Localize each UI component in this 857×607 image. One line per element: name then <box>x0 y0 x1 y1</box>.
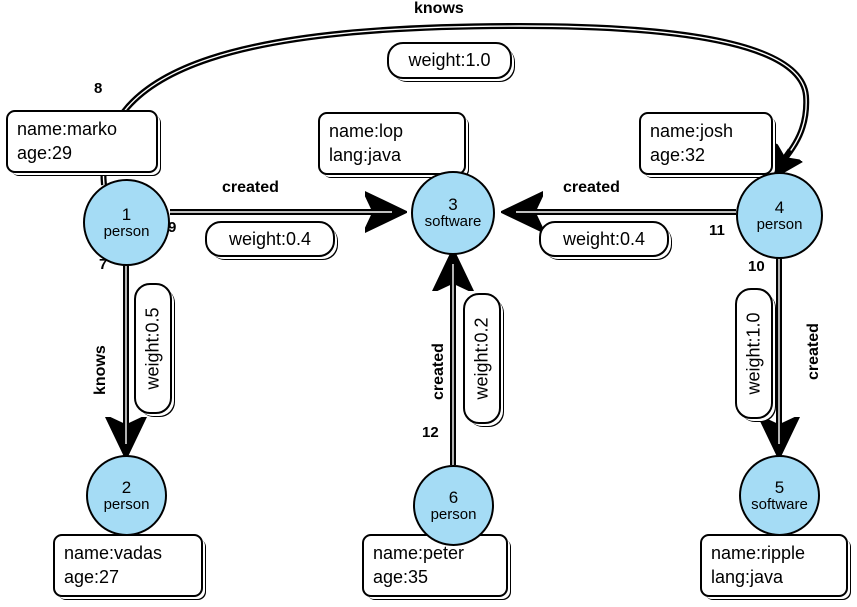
vertex-2-node[interactable]: 2 person <box>86 455 167 536</box>
vertex-4-prop-name: name:josh <box>650 121 734 141</box>
edge-label-created-12: created <box>430 343 447 400</box>
edge-weight-7-text: weight:0.5 <box>142 307 163 390</box>
vertex-3-properties: name:lop lang:java <box>318 112 466 175</box>
vertex-6-prop-name: name:peter <box>373 543 465 563</box>
vertex-5-node[interactable]: 5 software <box>739 455 820 536</box>
vertex-3-id: 3 <box>448 195 458 215</box>
edge-weight-9: weight:0.4 <box>205 221 335 257</box>
vertex-4-properties: name:josh age:32 <box>639 112 773 175</box>
edge-id-8: 8 <box>94 80 103 97</box>
vertex-5-properties: name:ripple lang:java <box>700 534 848 597</box>
edge-weight-12: weight:0.2 <box>463 293 501 424</box>
vertex-6-node[interactable]: 6 person <box>413 465 494 546</box>
vertex-5-label: software <box>751 495 808 513</box>
vertex-3-prop-name: name:lop <box>329 121 404 141</box>
vertex-6-label: person <box>430 505 477 523</box>
vertex-4-label: person <box>756 215 803 233</box>
vertex-1-id: 1 <box>121 204 132 224</box>
edge-id-7: 7 <box>99 256 108 273</box>
vertex-3-label: software <box>424 213 482 231</box>
vertex-2-properties: name:vadas age:27 <box>53 534 203 597</box>
edge-weight-11-text: weight:0.4 <box>562 228 646 249</box>
vertex-1-prop-age: age:29 <box>17 142 73 163</box>
vertex-4-prop-age: age:32 <box>650 144 706 165</box>
vertex-1-node[interactable]: 1 person <box>83 179 170 266</box>
edge-label-knows-8: knows <box>414 0 464 17</box>
vertex-1-label: person <box>103 222 150 240</box>
edge-id-9: 9 <box>168 219 177 236</box>
edge-8-knows-path-inner <box>102 25 807 186</box>
vertex-6-prop-age: age:35 <box>373 566 429 587</box>
edge-weight-8-text: weight:1.0 <box>408 50 491 70</box>
vertex-5-id: 5 <box>774 477 785 497</box>
vertex-2-prop-name: name:vadas <box>64 543 163 563</box>
edge-label-knows-7: knows <box>92 345 109 395</box>
vertex-6-properties: name:peter age:35 <box>362 534 508 597</box>
edge-weight-11: weight:0.4 <box>539 221 669 257</box>
edge-weight-10: weight:1.0 <box>735 288 773 419</box>
vertex-4-node[interactable]: 4 person <box>736 172 823 259</box>
vertex-4-id: 4 <box>774 197 785 217</box>
vertex-1-properties: name:marko age:29 <box>6 110 158 173</box>
edge-weight-9-text: weight:0.4 <box>228 228 312 249</box>
edge-weight-8: weight:1.0 <box>387 42 512 79</box>
vertex-3-node[interactable]: 3 software <box>411 171 495 255</box>
edge-label-created-11: created <box>563 179 620 196</box>
vertex-2-label: person <box>103 495 150 513</box>
vertex-5-prop-lang: lang:java <box>711 566 784 587</box>
edge-weight-12-text: weight:0.2 <box>471 317 492 400</box>
vertex-5-prop-name: name:ripple <box>711 543 806 563</box>
vertex-1-prop-name: name:marko <box>17 119 118 139</box>
vertex-6-id: 6 <box>448 487 459 507</box>
edge-weight-10-text: weight:1.0 <box>743 312 764 395</box>
edge-id-11: 11 <box>709 222 725 239</box>
vertex-2-id: 2 <box>121 477 132 497</box>
edge-id-10: 10 <box>748 258 765 275</box>
edge-8-knows-arrow <box>772 150 790 176</box>
edge-label-created-10: created <box>805 323 822 380</box>
vertex-2-prop-age: age:27 <box>64 566 120 587</box>
edge-label-created-9: created <box>222 179 279 196</box>
edge-weight-7: weight:0.5 <box>134 283 172 414</box>
edge-id-12: 12 <box>422 424 439 441</box>
vertex-3-prop-lang: lang:java <box>329 144 402 165</box>
